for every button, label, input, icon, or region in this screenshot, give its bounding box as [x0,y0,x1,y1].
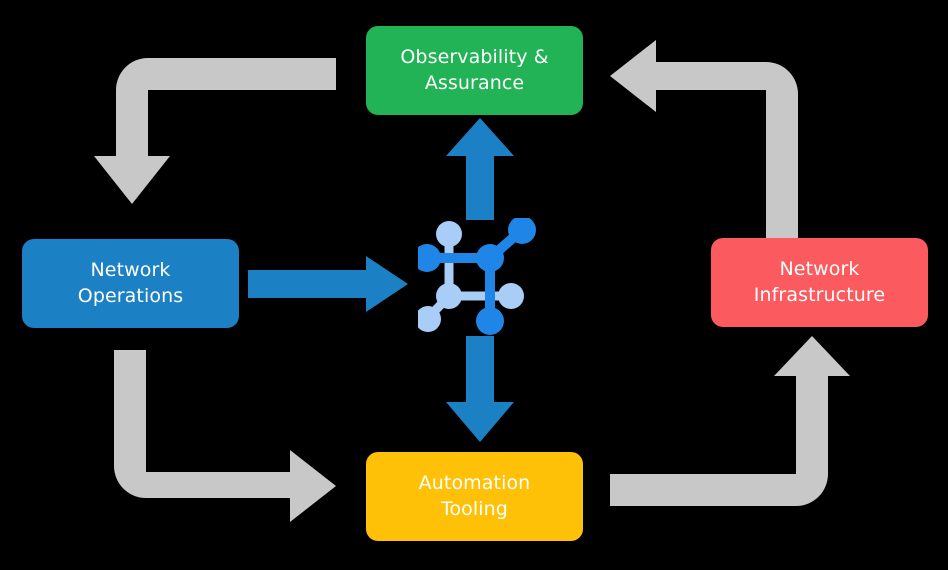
node-network-infrastructure-label-line2: Infrastructure [753,283,886,306]
node-observability-label-line1: Observability & [400,46,549,69]
blue-arrow-center-to-automation-tooling [446,336,514,442]
node-network-operations[interactable]: Network Operations [22,239,239,328]
gray-arrow-network-infrastructure-to-observability [610,40,798,238]
node-network-infrastructure[interactable]: Network Infrastructure [711,238,928,327]
node-automation-tooling[interactable]: Automation Tooling [366,452,583,541]
node-observability-label-line2: Assurance [424,71,525,94]
gray-arrow-network-operations-to-automation-tooling [114,350,336,522]
node-observability-assurance[interactable]: Observability & Assurance [366,26,583,115]
node-network-operations-label-line2: Operations [77,284,184,307]
blue-arrow-network-operations-to-center [248,256,408,312]
node-automation-tooling-label-line1: Automation [418,472,531,495]
network-mesh-icon [418,218,536,335]
gray-arrow-automation-tooling-to-network-infrastructure [610,336,850,506]
blue-arrow-center-to-observability [446,118,514,220]
node-network-infrastructure-label-line1: Network [779,258,860,281]
node-network-operations-label-line1: Network [90,259,171,282]
node-automation-tooling-label-line2: Tooling [440,497,508,520]
gray-arrow-observability-to-network-operations [94,58,336,204]
